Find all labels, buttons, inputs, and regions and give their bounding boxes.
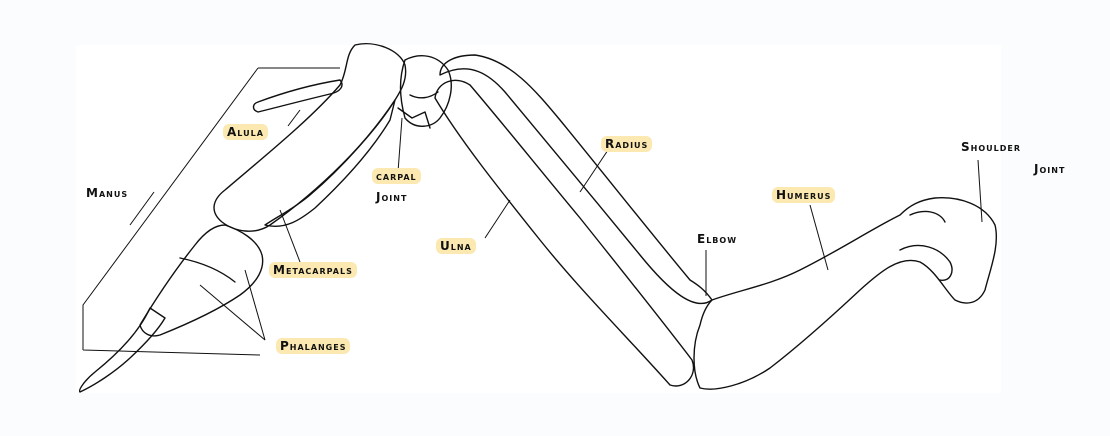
manus-bracket <box>82 67 340 356</box>
humerus-leader <box>809 204 829 271</box>
metacarpals-leader <box>279 209 301 263</box>
ulna-label: Ulna <box>436 238 476 254</box>
carpal-joint-label-line1: carpal <box>372 168 421 184</box>
phalanges-label: Phalanges <box>276 338 351 354</box>
carpal-joint-bone <box>399 54 452 127</box>
ulna-bone <box>434 79 695 387</box>
ulna-leader <box>484 199 511 239</box>
phalanx-tip-bone <box>78 307 166 393</box>
humerus-head-detail <box>899 244 953 281</box>
alula-label: Alula <box>223 124 268 140</box>
carpal-joint-label-line2: Joint <box>376 190 408 204</box>
carpal-joint-leader <box>397 117 403 173</box>
radius-leader <box>579 149 609 193</box>
leader-lines <box>82 67 983 356</box>
radius-bone <box>439 54 713 305</box>
shoulder-joint-label-line2: Joint <box>1034 162 1066 176</box>
diagram-panel <box>76 45 1001 393</box>
phalanges-leader-a <box>199 284 266 341</box>
humerus-bone <box>693 197 998 390</box>
manus-leader <box>129 191 155 226</box>
metacarpals-label: Metacarpals <box>269 262 357 278</box>
shoulder-joint-leader <box>977 159 983 223</box>
phalanges-leader-b <box>244 269 266 341</box>
humerus-label: Humerus <box>772 187 836 203</box>
phalanx-major-bone <box>139 224 264 337</box>
metacarpal-minor-bone <box>264 99 396 227</box>
radius-label: Radius <box>601 136 653 152</box>
alula-leader <box>287 109 301 127</box>
elbow-label: Elbow <box>697 232 738 246</box>
metacarpal-major-bone <box>213 43 407 232</box>
shoulder-joint-label-line1: Shoulder <box>961 140 1021 154</box>
manus-label: Manus <box>86 186 129 200</box>
alula-bone <box>252 79 343 113</box>
